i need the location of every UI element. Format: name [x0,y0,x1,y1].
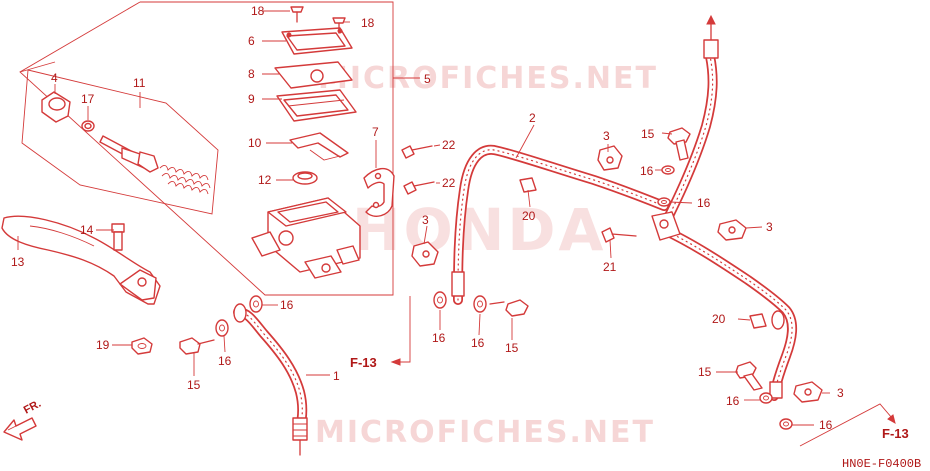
bolt-15-left [179,337,215,355]
washer-16-center2 [473,295,487,313]
nut-20-lower [749,313,767,329]
label-14: 14 [80,223,94,237]
label-3d: 3 [837,386,844,400]
label-15b: 15 [505,341,519,355]
washer-16-center1 [433,291,447,309]
label-3a: 3 [603,129,610,143]
ref-arrow-right [799,403,896,447]
clamp-3b [411,241,439,267]
label-18b: 18 [361,16,375,30]
bolt-15-bottom [735,361,763,391]
label-16a: 16 [218,354,232,368]
bolt-15-center [489,299,529,317]
label-20a: 20 [522,209,536,223]
front-direction-label: FR. [22,398,43,417]
label-3b: 3 [422,213,429,227]
clamp-3a [597,145,623,171]
label-15a: 15 [187,378,201,392]
label-7: 7 [372,125,379,139]
label-12: 12 [258,173,272,187]
washer-16-top2 [657,197,671,207]
label-15d: 15 [698,365,712,379]
label-8: 8 [248,67,255,81]
master-cylinder-group-box [19,1,420,296]
pivot-bolt-14 [111,223,125,251]
holder-7 [363,168,395,217]
label-5: 5 [424,72,431,86]
label-22a: 22 [442,138,456,152]
bolt-21 [601,227,637,243]
label-2: 2 [529,111,536,125]
piston-kit-box [21,69,219,215]
front-direction-arrow [3,417,37,441]
diagram-code: HN0E-F0400B [842,457,921,471]
ref-f13-right: F-13 [882,426,909,441]
float-plate [289,132,349,161]
label-22b: 22 [442,176,456,190]
diaphragm [276,89,357,122]
label-4: 4 [51,71,58,85]
washer-16-top1 [661,165,675,175]
cap-plate [274,61,353,89]
watermark-center: HONDA [352,196,606,264]
nut-19 [131,337,153,355]
reservoir-cap [281,27,353,55]
boot-4 [41,91,71,123]
label-16d: 16 [471,336,485,350]
bolt-15-top [667,127,691,161]
label-16g: 16 [726,394,740,408]
watermark-bottom: MICROFICHES.NET [315,415,655,450]
clamp-3c [717,219,747,241]
screw-18-right [332,17,346,34]
label-20b: 20 [712,312,726,326]
washer-16-left2 [249,295,263,313]
nut-20-upper [519,177,537,193]
label-19: 19 [96,338,110,352]
ref-arrow-left [390,296,411,366]
label-9: 9 [248,92,255,106]
label-21: 21 [603,260,617,274]
spring-11 [159,165,211,195]
label-18a: 18 [251,4,265,18]
label-6: 6 [248,34,255,48]
master-cylinder-body [251,197,361,279]
washer-16-left1 [215,319,229,337]
leader-lines [17,10,830,426]
watermark-top: MICROFICHES.NET [318,61,658,96]
ref-f13-left: F-13 [350,355,377,370]
label-13: 13 [11,255,25,269]
label-16e: 16 [640,164,654,178]
label-16c: 16 [432,331,446,345]
washer-16-bottom1 [759,392,773,404]
label-15c: 15 [641,127,655,141]
label-10: 10 [248,136,262,150]
label-17: 17 [81,92,95,106]
piston-11 [99,135,159,173]
label-16h: 16 [819,418,833,432]
label-1: 1 [333,369,340,383]
circlip-17 [81,120,95,132]
screw-18-left [290,6,304,23]
hose-2 [451,14,797,401]
bolt-22-upper [401,145,433,159]
brake-lever-13 [1,215,161,305]
boot-12 [292,171,318,185]
label-16b: 16 [280,298,294,312]
hose-1 [233,303,308,456]
washer-16-bottom2 [779,418,793,430]
label-11: 11 [133,76,146,90]
label-16f: 16 [697,196,711,210]
bolt-22-lower [403,181,435,195]
clamp-3d [793,381,823,403]
label-3c: 3 [766,220,773,234]
